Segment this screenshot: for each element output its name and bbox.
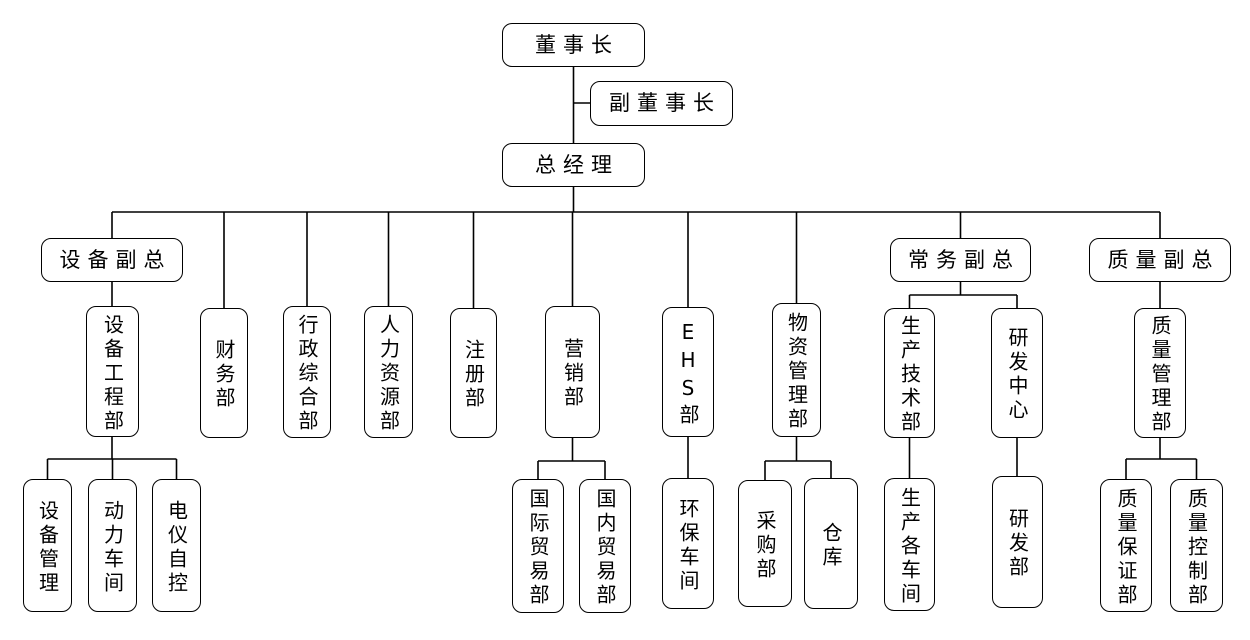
node-quality-assurance-dept: 质量保证部 [1100, 479, 1152, 612]
node-quality-vp: 质量副总 [1089, 238, 1231, 282]
node-power-workshop: 动力车间 [88, 479, 137, 612]
node-hr-dept: 人力资源部 [364, 306, 413, 438]
node-rd-dept: 研发部 [992, 476, 1043, 608]
node-admin-general-dept: 行政综合部 [283, 306, 331, 438]
node-intl-trade-dept: 国际贸易部 [512, 479, 564, 613]
node-production-workshops: 生产各车间 [884, 478, 935, 611]
node-rd-center: 研发中心 [991, 308, 1043, 438]
node-finance-dept: 财务部 [200, 308, 248, 438]
node-electrical-instrument-control: 电仪自控 [152, 479, 201, 612]
node-warehouse: 仓库 [804, 478, 858, 609]
node-general-manager: 总经理 [502, 143, 645, 187]
node-marketing-dept: 营销部 [545, 306, 600, 438]
node-quality-control-dept: 质量控制部 [1170, 479, 1223, 612]
node-quality-mgmt-dept: 质量管理部 [1134, 308, 1186, 438]
node-executive-vp: 常务副总 [890, 238, 1031, 282]
node-registration-dept: 注册部 [450, 308, 497, 438]
node-chairman: 董事长 [502, 23, 645, 67]
node-environmental-workshop: 环保车间 [662, 478, 714, 609]
node-vice-chairman: 副董事长 [590, 81, 733, 126]
node-equipment-management: 设备管理 [23, 479, 72, 612]
node-ehs-dept: EHS部 [662, 307, 714, 437]
node-domestic-trade-dept: 国内贸易部 [579, 479, 631, 613]
node-equipment-vp: 设备副总 [41, 238, 183, 282]
node-materials-mgmt-dept: 物资管理部 [772, 303, 821, 437]
node-production-tech-dept: 生产技术部 [884, 308, 935, 438]
node-equipment-engineering-dept: 设备工程部 [86, 306, 139, 437]
node-purchasing-dept: 采购部 [738, 480, 792, 607]
